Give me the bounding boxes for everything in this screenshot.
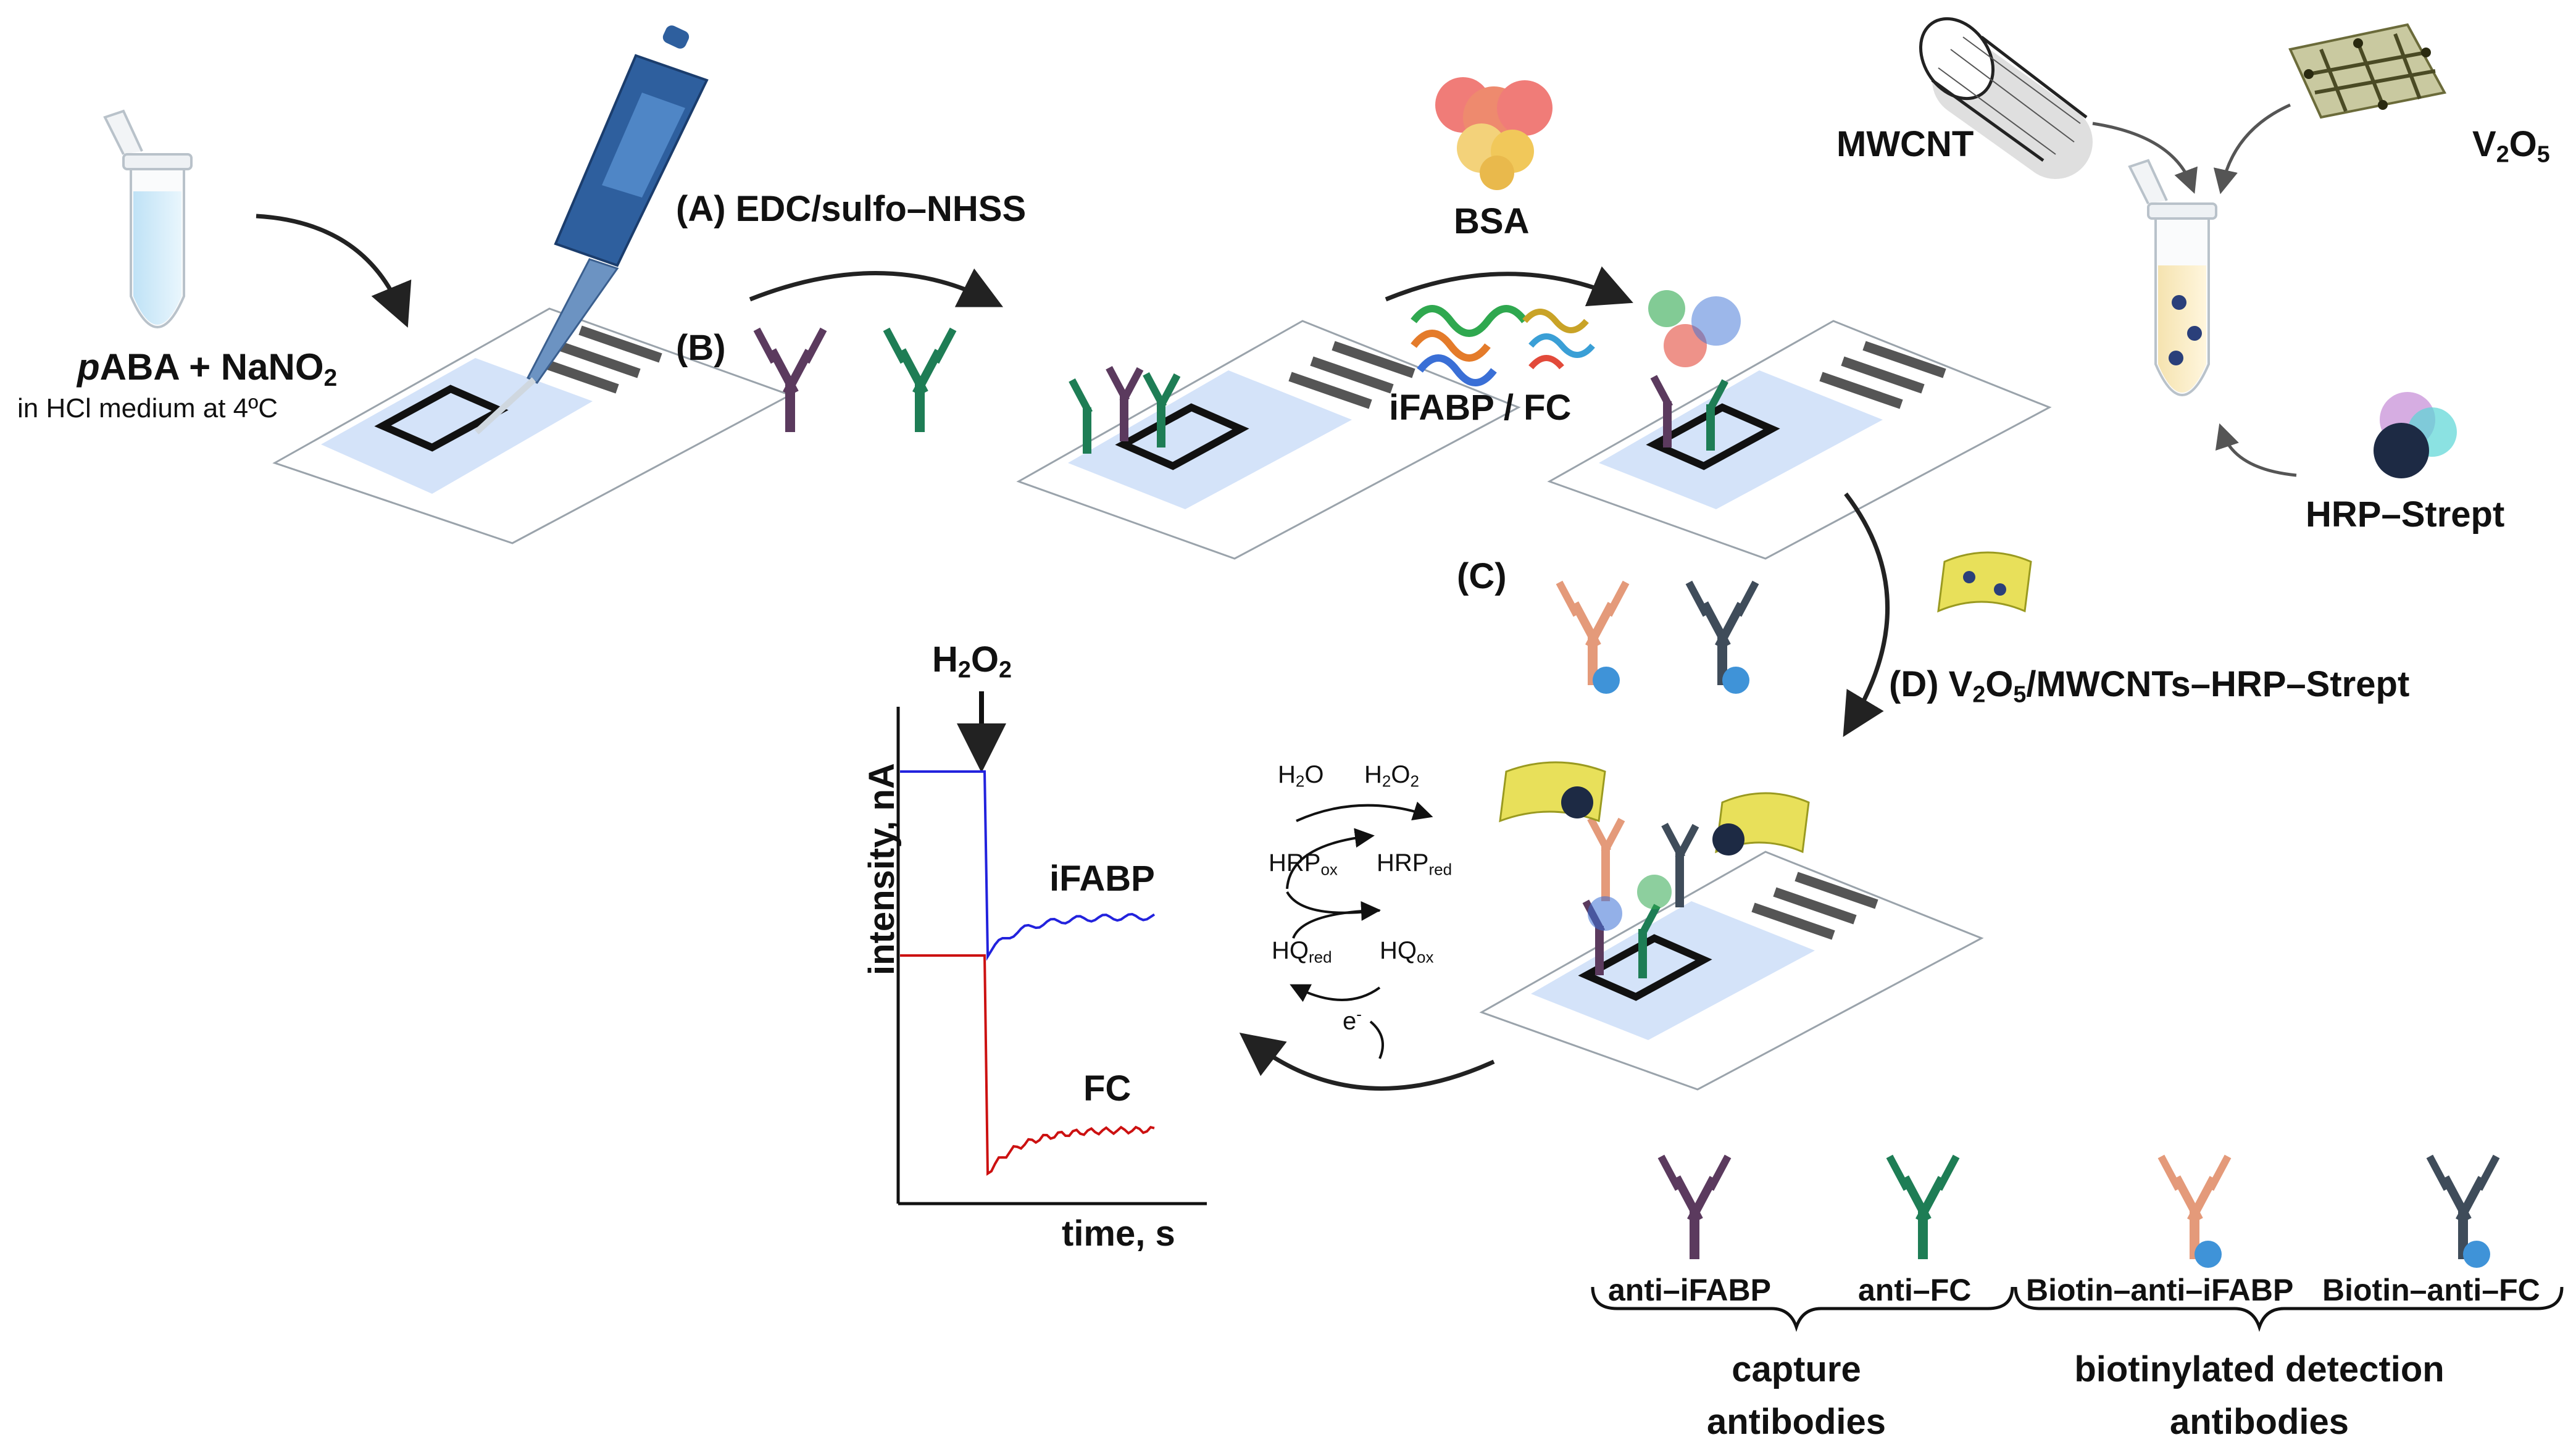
flow-arrow-v2o5 — [2213, 103, 2291, 194]
mwcnt-label: MWCNT — [1836, 124, 1974, 164]
sensor-strip-2 — [1016, 320, 1521, 560]
legend-label-anti-ifabp: anti–iFABP — [1608, 1273, 1771, 1307]
biotin-antibody-slate-icon — [1685, 580, 1759, 694]
legend-antibody-icon-2 — [2157, 1154, 2232, 1268]
flow-arrow-tube — [256, 214, 412, 328]
legend-antibody-icon-1 — [1886, 1154, 1960, 1259]
chart-x-label: time, s — [1062, 1214, 1175, 1254]
cycle-hq-ox: HQox — [1380, 937, 1434, 967]
legend-label-anti-fc: anti–FC — [1858, 1273, 1972, 1307]
biotin-antibody-orange-icon — [1556, 580, 1630, 694]
flow-arrow-hrp — [2215, 423, 2297, 477]
antibody-green-icon — [883, 327, 957, 432]
series-label-fc: FC — [1083, 1068, 1132, 1109]
step-c-label: (C) — [1457, 556, 1507, 596]
analytes-label: iFABP / FC — [1389, 388, 1572, 428]
legend-braces — [1591, 1286, 2564, 1332]
flow-arrow-readout — [1239, 1033, 1495, 1091]
nanocomposite-tube-icon — [2128, 159, 2217, 396]
chart-y-label: intensity, nA — [862, 763, 902, 975]
sensor-strip-4 — [1479, 761, 1984, 1091]
flow-arrow-d — [1843, 492, 1890, 738]
analyte-protein-icon — [1411, 305, 1595, 386]
legend-icons — [1657, 1154, 2500, 1268]
flow-arrow-a — [749, 268, 1004, 307]
cycle-hrp-red: HRPred — [1377, 849, 1453, 879]
antibody-purple-icon — [753, 327, 827, 432]
group-detection-line2: antibodies — [2169, 1402, 2349, 1442]
legend-label-biotin-anti-ifabp: Biotin–anti–iFABP — [2026, 1273, 2294, 1307]
bsa-label: BSA — [1454, 201, 1530, 241]
v2o5-lattice-icon — [2288, 23, 2447, 119]
legend-antibody-icon-3 — [2426, 1154, 2500, 1268]
series-label-ifabp: iFABP — [1049, 859, 1155, 899]
group-detection-line1: biotinylated detection — [2074, 1349, 2445, 1389]
flow-arrow-bsa — [1385, 266, 1633, 307]
legend-label-biotin-anti-fc: Biotin–anti–FC — [2322, 1273, 2540, 1307]
legend-antibody-icon-0 — [1657, 1154, 1732, 1259]
amperometry-chart — [896, 691, 1207, 1205]
reagent-note: in HCl medium at 4ºC — [17, 393, 278, 423]
group-capture-line2: antibodies — [1706, 1402, 1886, 1442]
cycle-hrp-ox: HRPox — [1269, 849, 1338, 879]
cycle-electron: e- — [1343, 1005, 1362, 1035]
cycle-hq-red: HQred — [1272, 937, 1332, 967]
series-line-fc — [900, 954, 1155, 1176]
reagent-tube-icon — [103, 109, 193, 328]
pipette-icon — [474, 25, 709, 435]
hrp-strept-icon — [2374, 392, 2457, 478]
bsa-protein-icon — [1435, 77, 1553, 190]
group-capture-line1: capture — [1732, 1349, 1861, 1389]
step-d-label: (D) V2O5/MWCNTs–HRP–Strept — [1889, 664, 2410, 707]
step-a-label: (A) EDC/sulfo–NHSS — [676, 189, 1027, 229]
cycle-h2o: H2O — [1278, 761, 1324, 791]
redox-cycle — [1286, 801, 1433, 1059]
nanocomposite-sheet-icon — [1937, 551, 2032, 613]
flow-arrow-mwcnt — [2092, 122, 2198, 194]
hrp-strept-label: HRP–Strept — [2306, 494, 2505, 535]
cycle-h2o2: H2O2 — [1364, 761, 1419, 791]
sensor-strip-3 — [1547, 290, 2052, 560]
chart-h2o2-annotation: H2O2 — [932, 639, 1012, 683]
series-line-ifabp — [900, 770, 1156, 961]
mwcnt-icon — [1919, 17, 2093, 179]
step-b-label: (B) — [676, 328, 726, 368]
reagent-label: pABA + NaNO2 — [77, 346, 338, 391]
v2o5-label: V2O5 — [2472, 124, 2550, 167]
